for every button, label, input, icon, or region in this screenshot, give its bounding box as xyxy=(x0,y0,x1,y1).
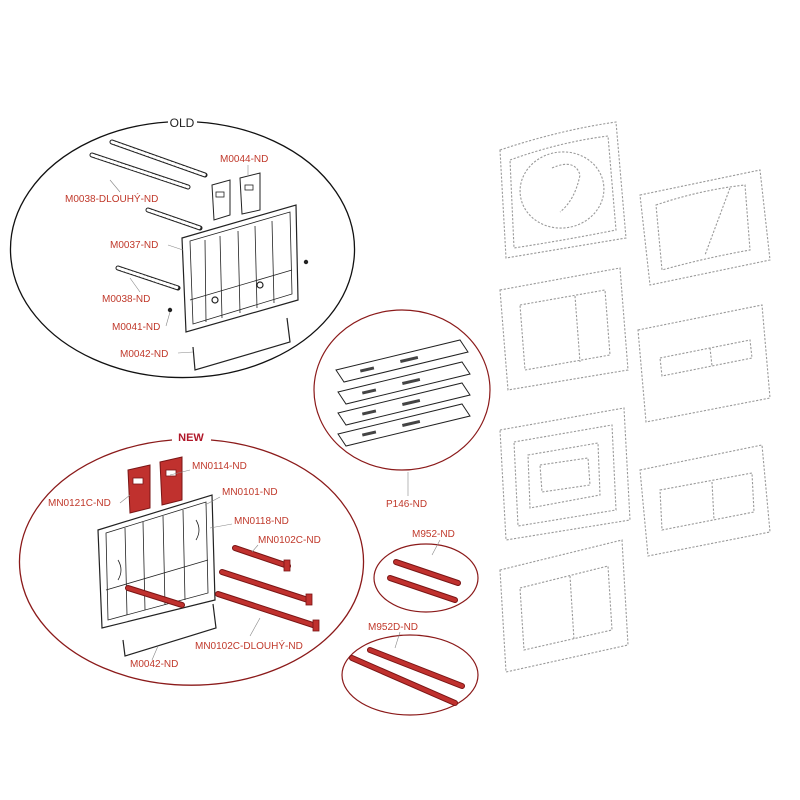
old-long-rod-1 xyxy=(89,152,191,190)
new-group-ellipse xyxy=(18,439,365,686)
leader-mn0102c xyxy=(251,544,259,553)
old-long-rod-2 xyxy=(109,139,208,178)
label-p146: P146-ND xyxy=(386,499,427,510)
new-bracket-right xyxy=(159,456,183,506)
label-m0038: M0038-ND xyxy=(102,294,150,305)
label-mn0102c: MN0102C-ND xyxy=(258,535,321,546)
old-mounting-frame xyxy=(181,204,299,333)
leader-m0042-new xyxy=(151,645,159,661)
old-group-title: OLD xyxy=(170,116,195,130)
old-short-rod xyxy=(115,265,181,291)
label-m0042-old: M0042-ND xyxy=(120,349,168,360)
flush-plate-framed xyxy=(499,407,631,541)
label-mn0114: MN0114-ND xyxy=(192,461,247,472)
m952-rod-2 xyxy=(387,575,458,603)
label-m0038-long: M0038-DLOUHÝ-ND xyxy=(65,192,158,205)
new-mounting-frame xyxy=(97,494,216,629)
leader-mn0121c xyxy=(119,494,131,504)
m952d-rod-1 xyxy=(367,647,465,689)
new-red-rod-medium xyxy=(219,569,313,606)
old-parts-group: OLD xyxy=(9,116,356,379)
flush-plate-square-split xyxy=(499,267,629,391)
flush-plate-slim-split xyxy=(639,444,771,557)
old-wire-hanger xyxy=(192,317,291,371)
leader-m952d xyxy=(394,631,401,649)
label-m952d: M952D-ND xyxy=(368,622,418,633)
leader-m0038 xyxy=(129,277,141,293)
flush-plate-large-split xyxy=(499,539,629,673)
new-wire-hanger xyxy=(122,603,217,657)
old-mid-rod xyxy=(145,207,203,231)
leader-m0037 xyxy=(167,244,184,251)
p146-parts-group: P146-ND xyxy=(313,309,491,510)
m952-ellipse xyxy=(373,543,479,613)
new-bracket-left xyxy=(127,464,151,514)
flush-plate-panels xyxy=(499,121,771,673)
old-screw-left xyxy=(167,307,173,313)
m952d-parts-group: M952D-ND xyxy=(341,622,479,716)
flush-plate-curved-split xyxy=(639,169,771,286)
old-bracket-left xyxy=(211,179,231,221)
label-m0037: M0037-ND xyxy=(110,240,158,251)
flush-plate-rect-split xyxy=(637,304,771,423)
label-m0042-new: M0042-ND xyxy=(130,659,178,670)
leader-m952 xyxy=(431,539,441,556)
new-group-title: NEW xyxy=(178,432,204,444)
new-red-rod-long xyxy=(215,591,320,632)
leader-m0038-long xyxy=(109,179,121,193)
old-group-ellipse xyxy=(9,121,356,379)
old-bracket-right xyxy=(239,172,261,215)
label-mn0101: MN0101-ND xyxy=(222,487,278,498)
p146-ellipse xyxy=(313,309,491,471)
leader-m0042-old xyxy=(177,351,194,354)
label-mn0118: MN0118-ND xyxy=(234,516,289,527)
new-inner-red-rod xyxy=(125,585,185,608)
leader-mn0114 xyxy=(169,469,191,476)
leader-m0041 xyxy=(165,311,171,327)
label-mn0102c-long: MN0102C-DLOUHÝ-ND xyxy=(195,639,303,652)
leader-mn0102c-long xyxy=(249,617,261,637)
leader-mn0101 xyxy=(204,496,221,506)
m952-rod-1 xyxy=(393,559,461,586)
label-m0041: M0041-ND xyxy=(112,322,160,333)
label-m952: M952-ND xyxy=(412,529,455,540)
leader-mn0118 xyxy=(209,523,233,529)
label-m0044: M0044-ND xyxy=(220,154,268,165)
m952-parts-group: M952-ND xyxy=(373,529,479,613)
m952d-ellipse xyxy=(341,634,479,716)
new-parts-group: NEW xyxy=(18,432,365,686)
m952d-rod-2 xyxy=(349,655,458,706)
flush-plate-oval xyxy=(499,121,627,259)
label-mn0121c: MN0121C-ND xyxy=(48,498,111,509)
old-screw-right xyxy=(303,259,309,265)
new-red-rod-short xyxy=(232,545,291,572)
